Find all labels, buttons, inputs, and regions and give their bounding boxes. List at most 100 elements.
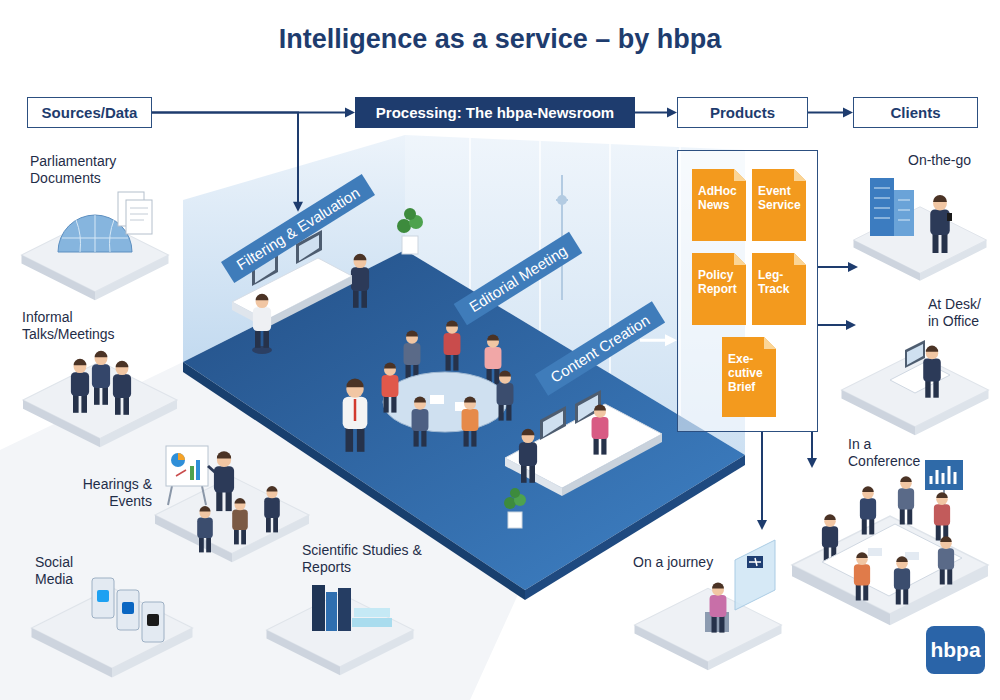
client-desk-illustration <box>842 353 989 435</box>
node-label: At Desk/ in Office <box>928 296 988 330</box>
connector-arrow <box>635 108 677 118</box>
source-hearing-illustration <box>176 470 186 476</box>
client-conference-illustration <box>854 552 870 600</box>
document-fold <box>794 253 806 265</box>
client-conference-illustration <box>925 460 963 490</box>
connector-arrow <box>818 262 858 272</box>
source-hearing-illustration <box>196 460 200 480</box>
newsroom-content-desk <box>510 488 520 498</box>
client-conference-illustration <box>860 486 876 534</box>
newsroom-room <box>557 195 567 205</box>
client-journey-illustration <box>747 556 763 568</box>
arrow-head <box>345 108 355 118</box>
client-onthego-illustration <box>874 188 910 220</box>
newsroom-meeting <box>343 320 514 451</box>
process-band: Editorial Meeting <box>454 232 583 325</box>
newsroom-content-desk <box>543 411 563 437</box>
source-hearing-illustration <box>168 486 206 505</box>
source-social-illustration <box>97 590 109 602</box>
node-label: hbpa <box>930 638 980 662</box>
newsroom-meeting <box>354 399 357 421</box>
newsroom-meeting <box>412 396 429 446</box>
node-label: On a journey <box>633 554 733 571</box>
product-document: Leg- Track <box>752 253 806 325</box>
source-studies-illustration <box>354 608 390 617</box>
newsroom-meeting <box>382 362 399 412</box>
product-document: Exe- cutive Brief <box>722 337 776 417</box>
source-hearing-illustration <box>264 486 280 532</box>
client-conference-illustration <box>894 556 910 604</box>
client-onthego-illustration <box>894 190 914 236</box>
source-social-illustration <box>147 614 159 626</box>
source-hearing-illustration <box>166 446 208 486</box>
stage-header: Products <box>677 97 808 128</box>
node-label: Event Service <box>758 184 802 212</box>
source-parliament-illustration <box>22 192 169 300</box>
source-studies-illustration <box>326 592 337 631</box>
client-onthego-illustration <box>870 178 894 236</box>
client-journey-illustration <box>635 588 782 670</box>
source-studies-illustration <box>338 588 351 631</box>
newsroom-meeting <box>462 396 479 446</box>
newsroom-filtering-desk <box>404 208 416 220</box>
node-label: Processing: The hbpa-Newsroom <box>376 104 614 121</box>
newsroom-meeting <box>430 395 444 404</box>
connector-line <box>635 112 668 114</box>
source-studies-illustration <box>312 585 325 631</box>
source-meeting-illustration <box>92 351 110 405</box>
newsroom-room <box>183 135 745 600</box>
source-tile: Scientific Studies & Reports <box>255 538 420 673</box>
arrow-head <box>846 320 856 330</box>
client-tile: On a journey <box>628 530 793 670</box>
newsroom-filtering-desk <box>397 219 411 233</box>
arrow-head <box>665 334 677 346</box>
client-desk-illustration <box>923 346 941 398</box>
node-label: Exe- cutive Brief <box>728 352 772 394</box>
products-panel: AdHoc NewsEvent ServicePolicy ReportLeg-… <box>677 150 818 432</box>
source-hearing-illustration <box>171 453 185 467</box>
newsroom-meeting <box>485 334 502 384</box>
source-meeting-illustration <box>113 361 131 415</box>
arrow-head <box>848 262 858 272</box>
source-hearing-illustration <box>214 451 234 511</box>
client-desk-illustration <box>890 362 950 393</box>
node-label: Social Media <box>35 554 87 588</box>
process-band: Content Creation <box>535 301 665 395</box>
source-tile: Social Media <box>30 550 200 675</box>
node-label: Products <box>710 104 775 121</box>
stage-header: Clients <box>853 97 978 128</box>
newsroom-meeting <box>404 330 421 380</box>
client-conference-illustration <box>931 466 955 484</box>
newsroom-filtering-desk <box>253 294 271 348</box>
arrow-head <box>757 520 767 530</box>
source-social-illustration <box>117 590 139 630</box>
node-label: Content Creation <box>547 311 652 386</box>
connector-arrow <box>757 432 767 530</box>
document-body <box>752 253 806 325</box>
client-conference-illustration <box>905 552 919 560</box>
product-document: Policy Report <box>692 253 746 325</box>
source-tile: Informal Talks/Meetings <box>18 305 183 450</box>
source-hearing-illustration <box>178 453 185 460</box>
client-journey-illustration <box>735 540 775 610</box>
newsroom-content-desk <box>519 429 537 483</box>
newsroom-content-desk <box>592 404 609 454</box>
newsroom-meeting <box>444 320 461 370</box>
client-conference-illustration <box>792 460 988 625</box>
connector-line <box>808 112 844 114</box>
node-label: Filtering & Evaluation <box>233 184 362 274</box>
client-onthego-illustration <box>854 178 987 281</box>
connector-arrow <box>818 320 856 330</box>
connector-arrow <box>807 432 817 468</box>
document-body <box>752 169 806 241</box>
client-conference-illustration <box>934 492 950 540</box>
document-fold <box>764 337 776 349</box>
document-body <box>722 337 776 417</box>
newsroom-filtering-desk <box>266 276 352 328</box>
node-label: Parliamentary Documents <box>30 153 130 187</box>
source-meeting-illustration <box>23 351 177 448</box>
brand-logo: hbpa <box>926 626 985 674</box>
arrow-head <box>843 108 853 118</box>
connector-arrow <box>152 113 303 212</box>
